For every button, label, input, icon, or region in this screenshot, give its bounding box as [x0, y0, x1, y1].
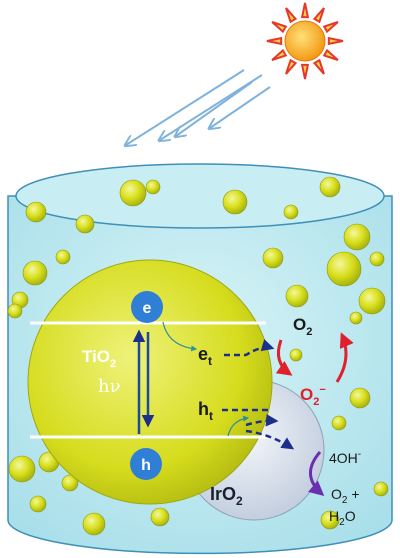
light-ray-icon [126, 69, 271, 145]
catalyst-particle [283, 204, 299, 220]
catalyst-particle [29, 495, 47, 513]
sun-ray [285, 58, 298, 75]
catalyst-particle [222, 189, 248, 215]
hole-label: h [141, 457, 151, 474]
catalyst-particle [349, 311, 363, 325]
photon-energy-label: hν [98, 376, 121, 397]
hole-transfer-arrow-b [245, 429, 295, 450]
hydroxide-label: 4OH- [329, 449, 361, 466]
sun-ray [300, 63, 310, 80]
catalyst-particle [373, 481, 389, 497]
catalyst-particle [285, 284, 309, 308]
electron-label: e [143, 300, 152, 317]
sun-ray [322, 21, 339, 34]
tio2-label: TiO2 [82, 347, 116, 370]
catalyst-particle [358, 287, 386, 315]
sun-icon [266, 2, 344, 80]
o2-label: O2 [293, 315, 312, 338]
catalyst-particle [119, 179, 147, 207]
catalyst-particle [22, 260, 48, 286]
catalyst-particle [262, 247, 284, 269]
iro2-label: IrO2 [210, 484, 243, 508]
superoxide-label: O2− [300, 384, 326, 408]
catalyst-particle [145, 179, 161, 195]
catalyst-particle [82, 512, 106, 536]
catalyst-particle [55, 249, 71, 265]
catalyst-particle [150, 507, 170, 527]
catalyst-particle [320, 510, 340, 530]
sun-ray [327, 36, 344, 46]
tio2-particle [27, 259, 273, 505]
o2-reduction-arrow [275, 339, 293, 376]
catalyst-particle [289, 348, 303, 362]
trapped-electron-label: et [198, 344, 212, 368]
catalyst-particle [8, 455, 36, 483]
catalyst-particle [369, 251, 385, 267]
catalyst-particle [75, 214, 95, 234]
catalyst-particle [349, 387, 371, 409]
sun-ray [266, 36, 283, 46]
catalyst-particles [7, 176, 389, 536]
electron-badge: e [131, 291, 163, 323]
catalyst-particle [326, 251, 362, 287]
superoxide-return-arrow [335, 332, 354, 383]
catalyst-particle [331, 415, 347, 431]
sun-ray [312, 7, 325, 24]
electron-transfer-arrow [224, 339, 275, 357]
sun-ray [322, 48, 339, 61]
hole-trap-arrow [227, 415, 250, 437]
electron-trap-arrow [162, 321, 198, 352]
catalyst-particle [25, 201, 47, 223]
catalyst-particle [319, 176, 341, 198]
sun-ray [271, 21, 288, 34]
sun-ray [300, 2, 310, 19]
sun-ray [271, 48, 288, 61]
hole-badge: h [130, 448, 162, 480]
catalyst-particle [61, 474, 79, 492]
oxygen-product-label: O2 + [331, 486, 360, 506]
catalyst-particle [7, 303, 23, 319]
hole-transfer-arrow-a [245, 414, 279, 427]
catalyst-particle [343, 223, 371, 251]
water-oxidation-arrow [308, 451, 325, 496]
sun-ray [285, 7, 298, 24]
sun-ray [312, 58, 325, 75]
water-product-label: H2O [329, 508, 356, 528]
trapped-hole-label: ht [198, 399, 213, 423]
